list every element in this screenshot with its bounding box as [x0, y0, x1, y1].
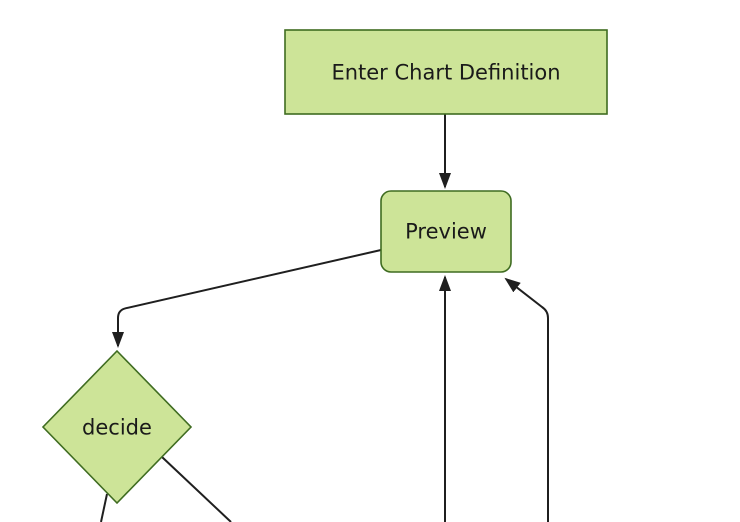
decide-diamond [41, 349, 193, 505]
preview-label: Preview [405, 219, 487, 243]
edge-bottom-right-to-preview [504, 277, 549, 522]
node-preview: Preview [380, 190, 512, 273]
edge-preview-to-decide [112, 249, 382, 348]
enter-chart-definition-label: Enter Chart Definition [331, 60, 560, 84]
enter-chart-definition-box [284, 29, 608, 115]
edge-layer [100, 114, 549, 522]
edge-decide-down-right [161, 456, 232, 522]
node-decide: decide [41, 349, 193, 505]
preview-box [380, 190, 512, 273]
node-enter-chart-definition: Enter Chart Definition [284, 29, 608, 115]
decide-label: decide [82, 415, 152, 439]
edge-decide-down-left [100, 493, 108, 522]
